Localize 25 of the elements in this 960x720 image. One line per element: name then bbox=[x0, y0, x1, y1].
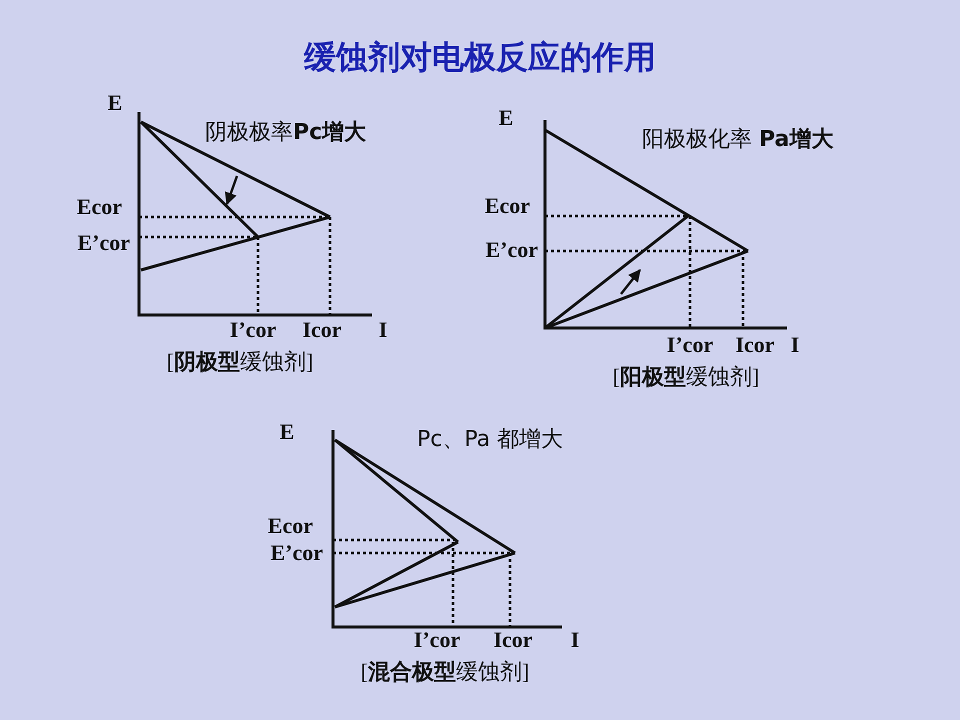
axis-value-label: Icor bbox=[735, 332, 775, 358]
axis-label: I bbox=[570, 628, 580, 652]
axis-value-label: Icor bbox=[493, 628, 533, 652]
chart-caption: [混合极型缓蚀剂] bbox=[360, 660, 530, 684]
axis-label: I bbox=[378, 318, 388, 342]
axis-label: E bbox=[108, 90, 122, 116]
axis-value-label: E’cor bbox=[485, 238, 538, 262]
axis-label: E bbox=[498, 106, 514, 130]
axis-value-label: Icor bbox=[302, 318, 342, 342]
curve-heading: Pc、Pa 都增大 bbox=[417, 428, 564, 452]
chart-caption: [阳极型缓蚀剂] bbox=[612, 364, 760, 390]
curve-heading: 阳极极化率 Pa增大 bbox=[642, 128, 834, 152]
axis-value-label: Ecor bbox=[484, 194, 530, 218]
axis-value-label: I’cor bbox=[230, 318, 276, 342]
axis-value-label: I’cor bbox=[414, 628, 460, 652]
chart-caption: [阴极型缓蚀剂] bbox=[166, 350, 314, 374]
slide-title: 缓蚀剂对电极反应的作用 bbox=[302, 37, 657, 78]
axis-value-label: I’cor bbox=[666, 332, 714, 358]
axis-value-label: Ecor bbox=[76, 194, 122, 220]
axis-label: I bbox=[790, 332, 800, 358]
axis-value-label: Ecor bbox=[268, 514, 313, 538]
axis-value-label: E’cor bbox=[77, 230, 130, 256]
axis-value-label: E’cor bbox=[270, 540, 323, 566]
axis-label: E bbox=[280, 420, 294, 444]
curve-heading: 阴极极率Pc增大 bbox=[205, 120, 366, 146]
